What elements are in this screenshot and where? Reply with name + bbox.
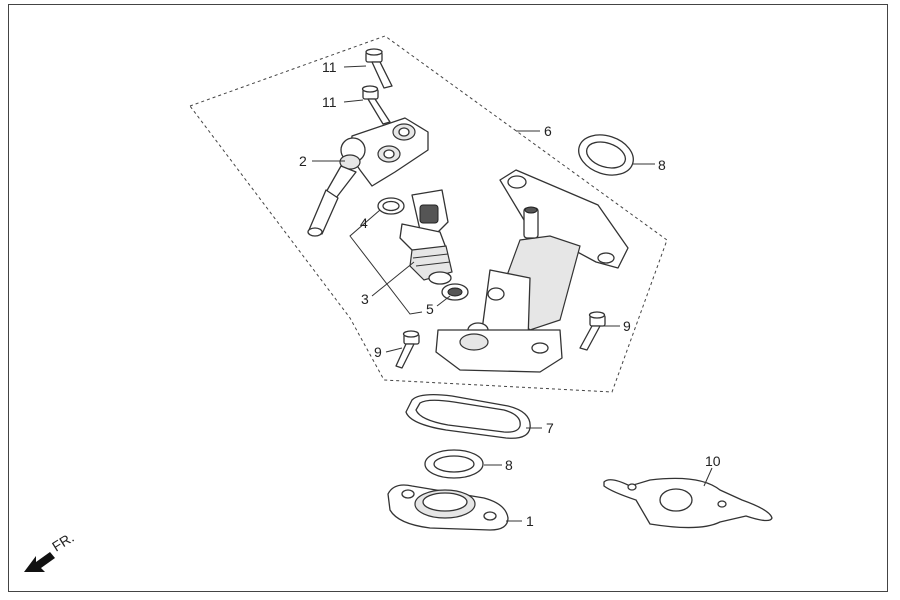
insulator-1 bbox=[387, 484, 509, 531]
callout-11-upper: 11 bbox=[322, 59, 337, 75]
front-indicator-label: FR. bbox=[49, 529, 77, 555]
seal-5 bbox=[441, 283, 469, 301]
front-arrow-icon bbox=[24, 552, 55, 572]
seal-4 bbox=[377, 197, 405, 215]
leader-4-bracket bbox=[349, 209, 423, 315]
callout-6: 6 bbox=[544, 123, 552, 139]
callout-9-left: 9 bbox=[374, 344, 382, 360]
leader-10 bbox=[703, 467, 713, 487]
injector-holder-2 bbox=[307, 117, 429, 237]
leader-9b bbox=[385, 347, 403, 353]
gasket-plate-10 bbox=[603, 477, 773, 529]
callout-10: 10 bbox=[705, 453, 721, 469]
leader-5 bbox=[436, 295, 451, 307]
callout-4: 4 bbox=[360, 215, 368, 231]
callout-8-lower: 8 bbox=[505, 457, 513, 473]
callout-2: 2 bbox=[299, 153, 307, 169]
callout-7: 7 bbox=[546, 420, 554, 436]
injector-3 bbox=[399, 189, 453, 285]
assembly-boundary bbox=[189, 35, 668, 393]
callout-8-upper: 8 bbox=[658, 157, 666, 173]
callout-5: 5 bbox=[426, 301, 434, 317]
callout-1: 1 bbox=[526, 513, 534, 529]
bolt-9-right bbox=[579, 311, 606, 351]
bolt-11-upper bbox=[365, 48, 393, 89]
callout-9-right: 9 bbox=[623, 318, 631, 334]
gasket-ring-8-lower bbox=[424, 449, 484, 479]
gasket-ring-8-upper bbox=[578, 134, 634, 176]
bolt-11-lower bbox=[361, 85, 391, 125]
callout-3: 3 bbox=[361, 291, 369, 307]
leader-11b bbox=[343, 99, 364, 103]
gasket-7 bbox=[405, 394, 531, 439]
bolt-9-left bbox=[395, 330, 420, 369]
callout-11-lower: 11 bbox=[322, 94, 337, 110]
leader-3 bbox=[371, 261, 415, 297]
intake-manifold-6 bbox=[435, 169, 629, 373]
leader-11a bbox=[343, 65, 367, 68]
